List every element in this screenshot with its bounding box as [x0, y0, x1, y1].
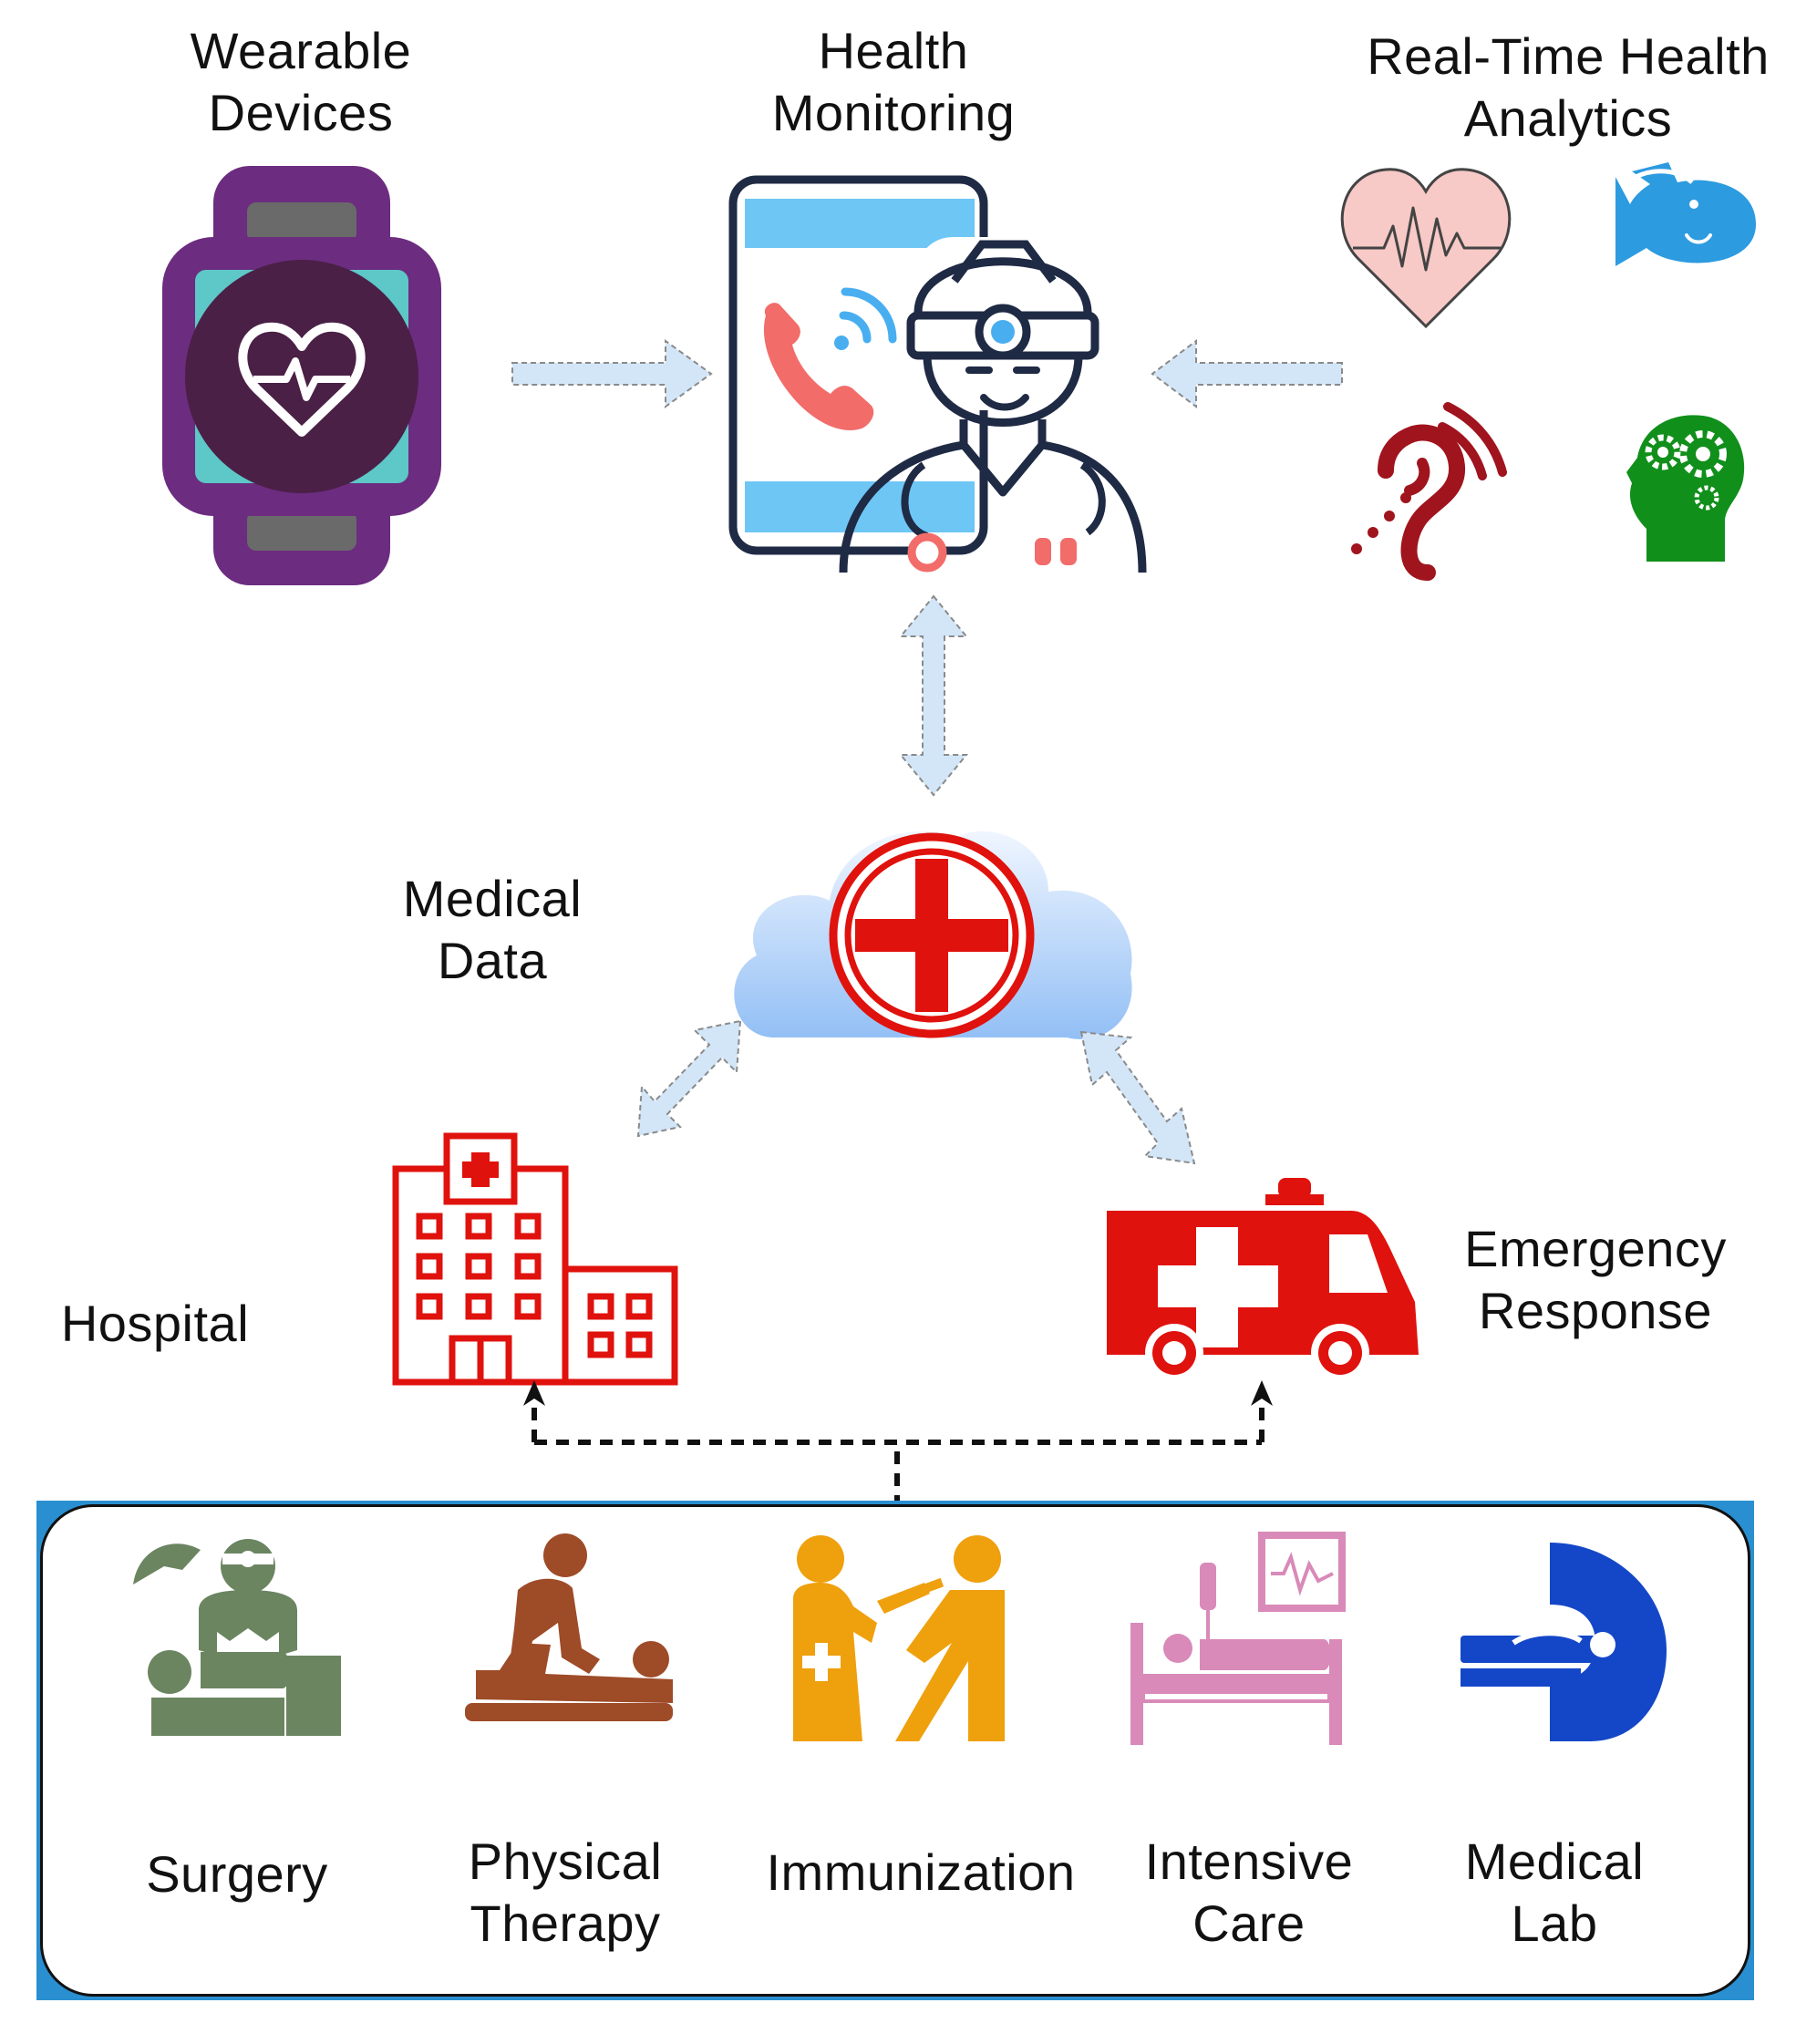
ambulance-icon — [1105, 1174, 1420, 1382]
medical-data-label: Medical Data — [365, 868, 620, 992]
wearable-devices-label-line1: Wearable — [190, 22, 412, 79]
hospital-icon — [392, 1132, 678, 1386]
intensive-care-icon — [1130, 1532, 1346, 1747]
realtime-analytics-label-line1: Real-Time Health — [1367, 27, 1770, 85]
services-panel — [36, 1501, 1754, 2000]
service-label-medical-lab-line2: Lab — [1511, 1894, 1598, 1952]
health-monitoring-label-line2: Monitoring — [771, 84, 1016, 141]
hospital-label: Hospital — [60, 1295, 250, 1352]
service-label-physical-therapy-line2: Therapy — [470, 1894, 661, 1952]
surgery-icon — [131, 1533, 343, 1739]
emergency-response-label-line2: Response — [1478, 1282, 1713, 1339]
hearing-icon — [1340, 396, 1512, 581]
realtime-analytics-label: Real-Time Health Analytics — [1358, 26, 1778, 150]
flow-arrow-wearable-to-monitoring — [511, 339, 713, 408]
immunization-icon — [790, 1535, 1008, 1743]
service-label-medical-lab-line1: Medical — [1464, 1832, 1645, 1890]
service-label-physical-therapy-line1: Physical — [468, 1832, 663, 1890]
heart-rate-icon — [1340, 160, 1512, 332]
emergency-response-label: Emergency Response — [1440, 1218, 1750, 1342]
emergency-response-label-line1: Emergency — [1464, 1220, 1727, 1277]
service-label-intensive-care-line2: Care — [1192, 1894, 1306, 1952]
health-monitoring-icon — [725, 171, 1147, 582]
medical-data-label-line2: Data — [437, 932, 548, 989]
wearable-devices-label-line2: Devices — [208, 84, 394, 141]
services-connector — [520, 1378, 1285, 1508]
service-label-immunization: Immunization — [757, 1842, 1085, 1904]
medical-cloud-icon — [720, 810, 1140, 1065]
flow-arrow-analytics-to-monitoring — [1151, 339, 1344, 408]
service-label-surgery-line1: Surgery — [146, 1845, 328, 1903]
service-label-intensive-care-line1: Intensive — [1144, 1832, 1354, 1890]
wearable-devices-label: Wearable Devices — [164, 20, 438, 144]
service-label-intensive-care: Intensive Care — [1130, 1831, 1368, 1955]
service-label-surgery: Surgery — [109, 1843, 365, 1905]
mind-gears-icon — [1626, 412, 1745, 562]
flow-arrow-cloud-to-hospital — [635, 1019, 742, 1138]
medical-data-label-line1: Medical — [402, 870, 583, 927]
flow-arrow-monitoring-to-cloud — [898, 594, 969, 797]
realtime-analytics-label-line2: Analytics — [1463, 89, 1673, 147]
services-panel-inner — [40, 1504, 1750, 1997]
health-monitoring-label-line1: Health — [818, 22, 969, 79]
flow-arrow-cloud-to-emergency — [1079, 1030, 1196, 1165]
service-label-immunization-line1: Immunization — [766, 1843, 1076, 1901]
medical-lab-icon — [1459, 1541, 1670, 1743]
fish-icon — [1610, 160, 1756, 270]
service-label-physical-therapy: Physical Therapy — [438, 1831, 693, 1955]
physical-therapy-icon — [463, 1533, 675, 1723]
smartwatch-icon — [162, 166, 441, 585]
health-monitoring-label: Health Monitoring — [757, 20, 1030, 144]
service-label-medical-lab: Medical Lab — [1440, 1831, 1668, 1955]
